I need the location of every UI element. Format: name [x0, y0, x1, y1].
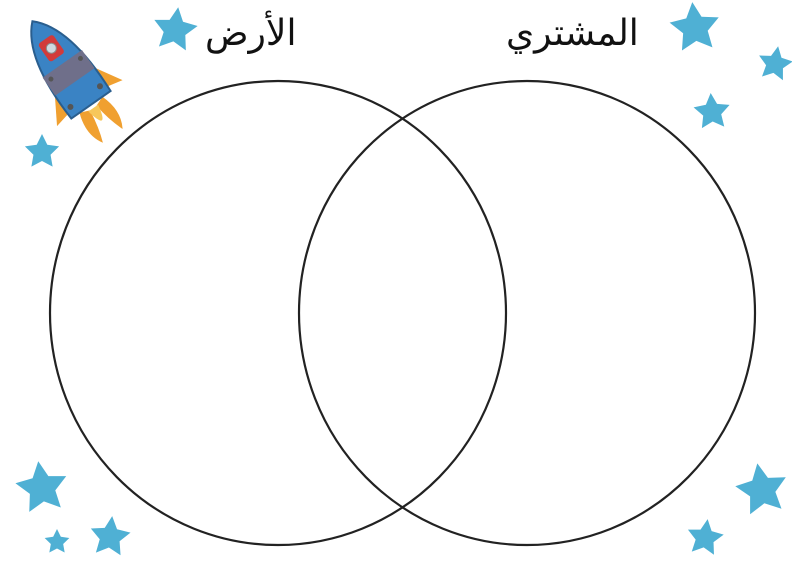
- star-icon: [45, 529, 70, 553]
- star-icon: [668, 0, 722, 52]
- star-icon: [13, 458, 71, 514]
- star-icon: [732, 459, 791, 516]
- star-icon: [88, 514, 132, 556]
- rocket-icon: [0, 0, 146, 159]
- star-icon: [685, 517, 726, 556]
- set-circle-earth: [50, 81, 506, 545]
- star-icon: [151, 4, 200, 51]
- set-label-jupiter: المشتري: [506, 16, 639, 52]
- set-label-earth: الأرض: [205, 16, 296, 52]
- star-icon: [25, 134, 59, 167]
- set-circle-jupiter: [299, 81, 755, 545]
- star-icon: [756, 43, 792, 81]
- star-icon: [693, 92, 731, 129]
